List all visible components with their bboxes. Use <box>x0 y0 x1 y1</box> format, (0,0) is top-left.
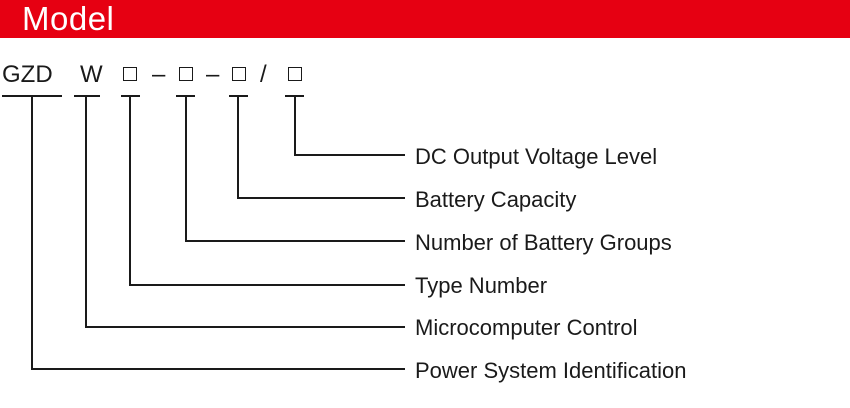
code-prefix: GZD <box>2 61 53 88</box>
code-separator: / <box>260 61 267 88</box>
header-bar: Model <box>0 0 850 38</box>
slot-battery-capacity <box>232 67 246 81</box>
leader-type-number <box>129 96 405 286</box>
label-microcomputer-control: Microcomputer Control <box>415 315 638 340</box>
label-battery-groups: Number of Battery Groups <box>415 230 672 255</box>
leader-dc-voltage <box>294 96 405 156</box>
label-type-number: Type Number <box>415 273 548 298</box>
slot-battery-groups <box>179 67 193 81</box>
slot-dc-voltage <box>288 67 302 81</box>
leader-power-system <box>31 96 405 370</box>
code-control: W <box>80 61 103 88</box>
page-title: Model <box>22 0 115 37</box>
leader-microcomputer <box>85 96 405 328</box>
label-battery-capacity: Battery Capacity <box>415 187 577 212</box>
slot-type-number <box>123 67 137 81</box>
label-power-system-identification: Power System Identification <box>415 358 687 383</box>
code-separator: – <box>206 61 220 88</box>
leader-battery-groups <box>185 96 405 242</box>
leader-battery-capacity <box>237 96 405 199</box>
label-dc-output-voltage: DC Output Voltage Level <box>415 144 658 169</box>
code-separator: – <box>152 61 166 88</box>
